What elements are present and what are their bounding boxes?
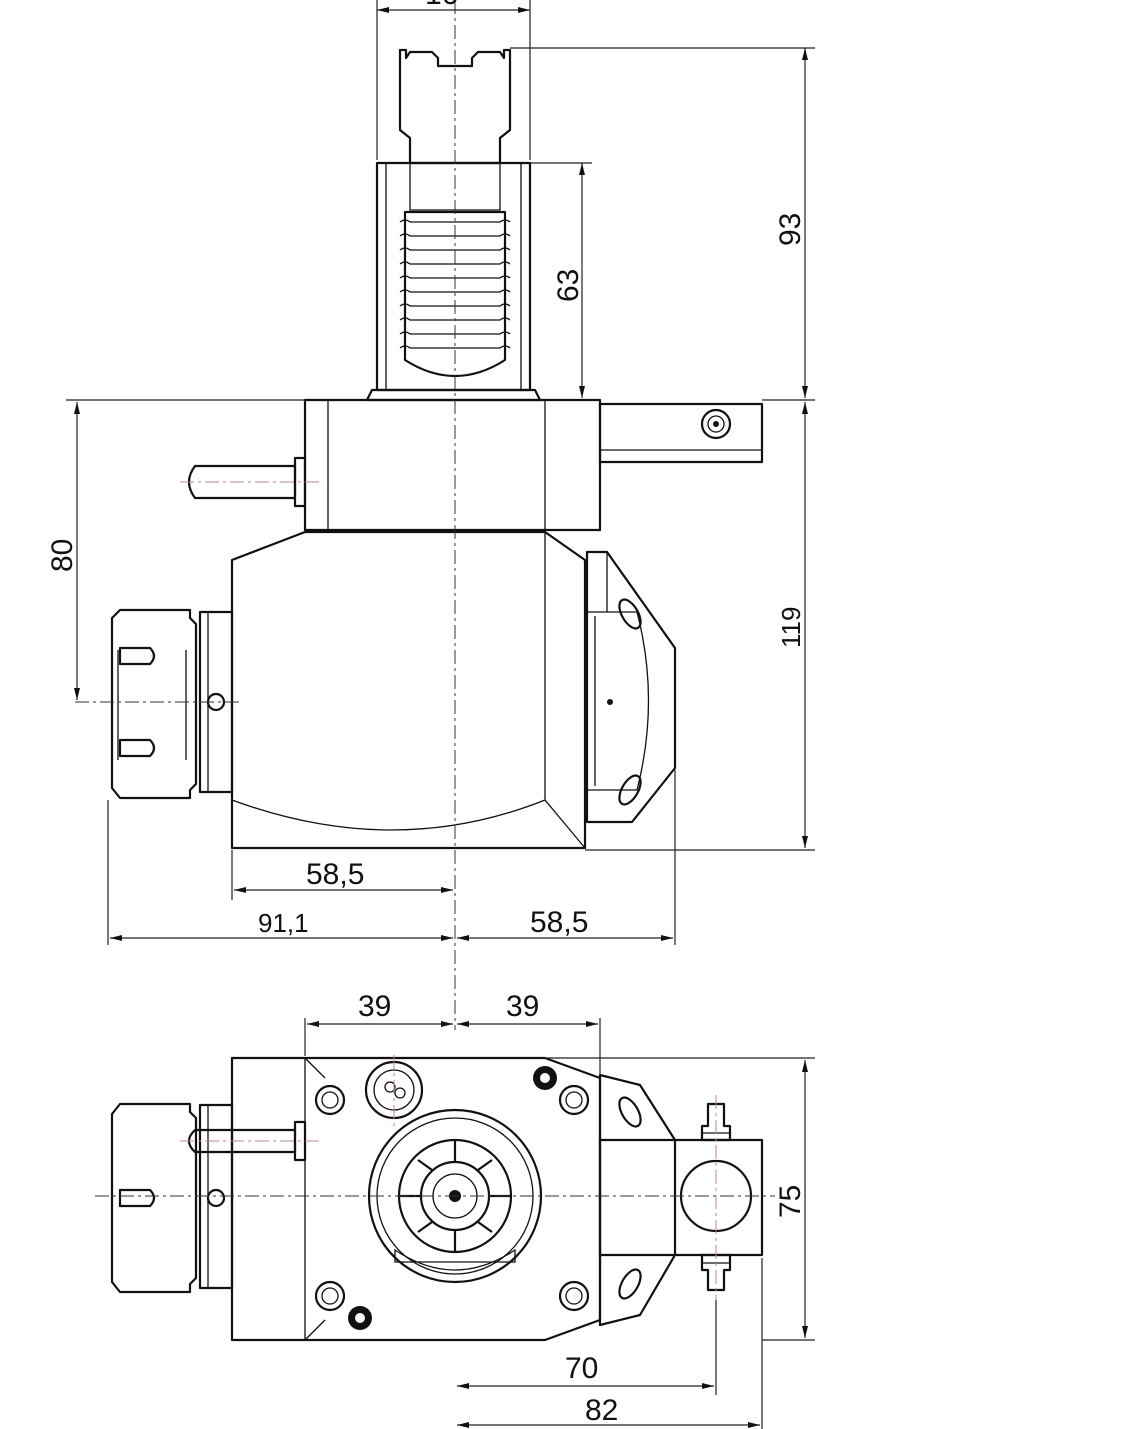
upper-body (187, 398, 764, 532)
dim-93-label: 93 (774, 213, 807, 246)
dim-119: 119 (585, 399, 815, 851)
dim-diameter-label: 16 (425, 0, 458, 11)
dim-39-left: 39 (304, 990, 601, 1075)
dim-58-5-lower: 58,5 (231, 850, 453, 900)
dim-82: 82 (457, 1258, 763, 1429)
angle-head-body (110, 530, 677, 850)
dim-63-label: 63 (552, 269, 585, 302)
screws (314, 1066, 590, 1330)
dim-39-right: 39 (457, 990, 598, 1027)
dim-75: 75 (545, 1057, 815, 1341)
dim-93: 93 (510, 47, 815, 398)
shank (365, 48, 542, 402)
dim-80-label: 80 (46, 539, 79, 572)
dim-63: 63 (530, 162, 592, 398)
dim-82-label: 82 (585, 1394, 618, 1427)
top-view: 39 39 75 70 82 (95, 990, 815, 1429)
dim-91-1: 91,1 (107, 770, 676, 945)
dim-70: 70 (457, 1300, 717, 1395)
dim-39-left-label: 39 (358, 990, 391, 1023)
dim-91-1-label: 91,1 (258, 908, 309, 938)
dim-58-5-lower-label: 58,5 (306, 858, 364, 891)
dim-39-right-label: 39 (506, 990, 539, 1023)
dim-75-label: 75 (774, 1185, 807, 1218)
dim-70-label: 70 (565, 1352, 598, 1385)
dim-58-5-right: 58,5 (457, 906, 673, 941)
dim-58-5-right-label: 58,5 (530, 906, 588, 939)
dim-119-label: 119 (776, 607, 806, 648)
clamp-screw-icon (700, 408, 732, 440)
side-view: 16 93 63 80 119 58,5 (46, 0, 815, 1030)
dim-diameter-16: 16 (376, 0, 531, 160)
dim-80: 80 (46, 399, 305, 700)
